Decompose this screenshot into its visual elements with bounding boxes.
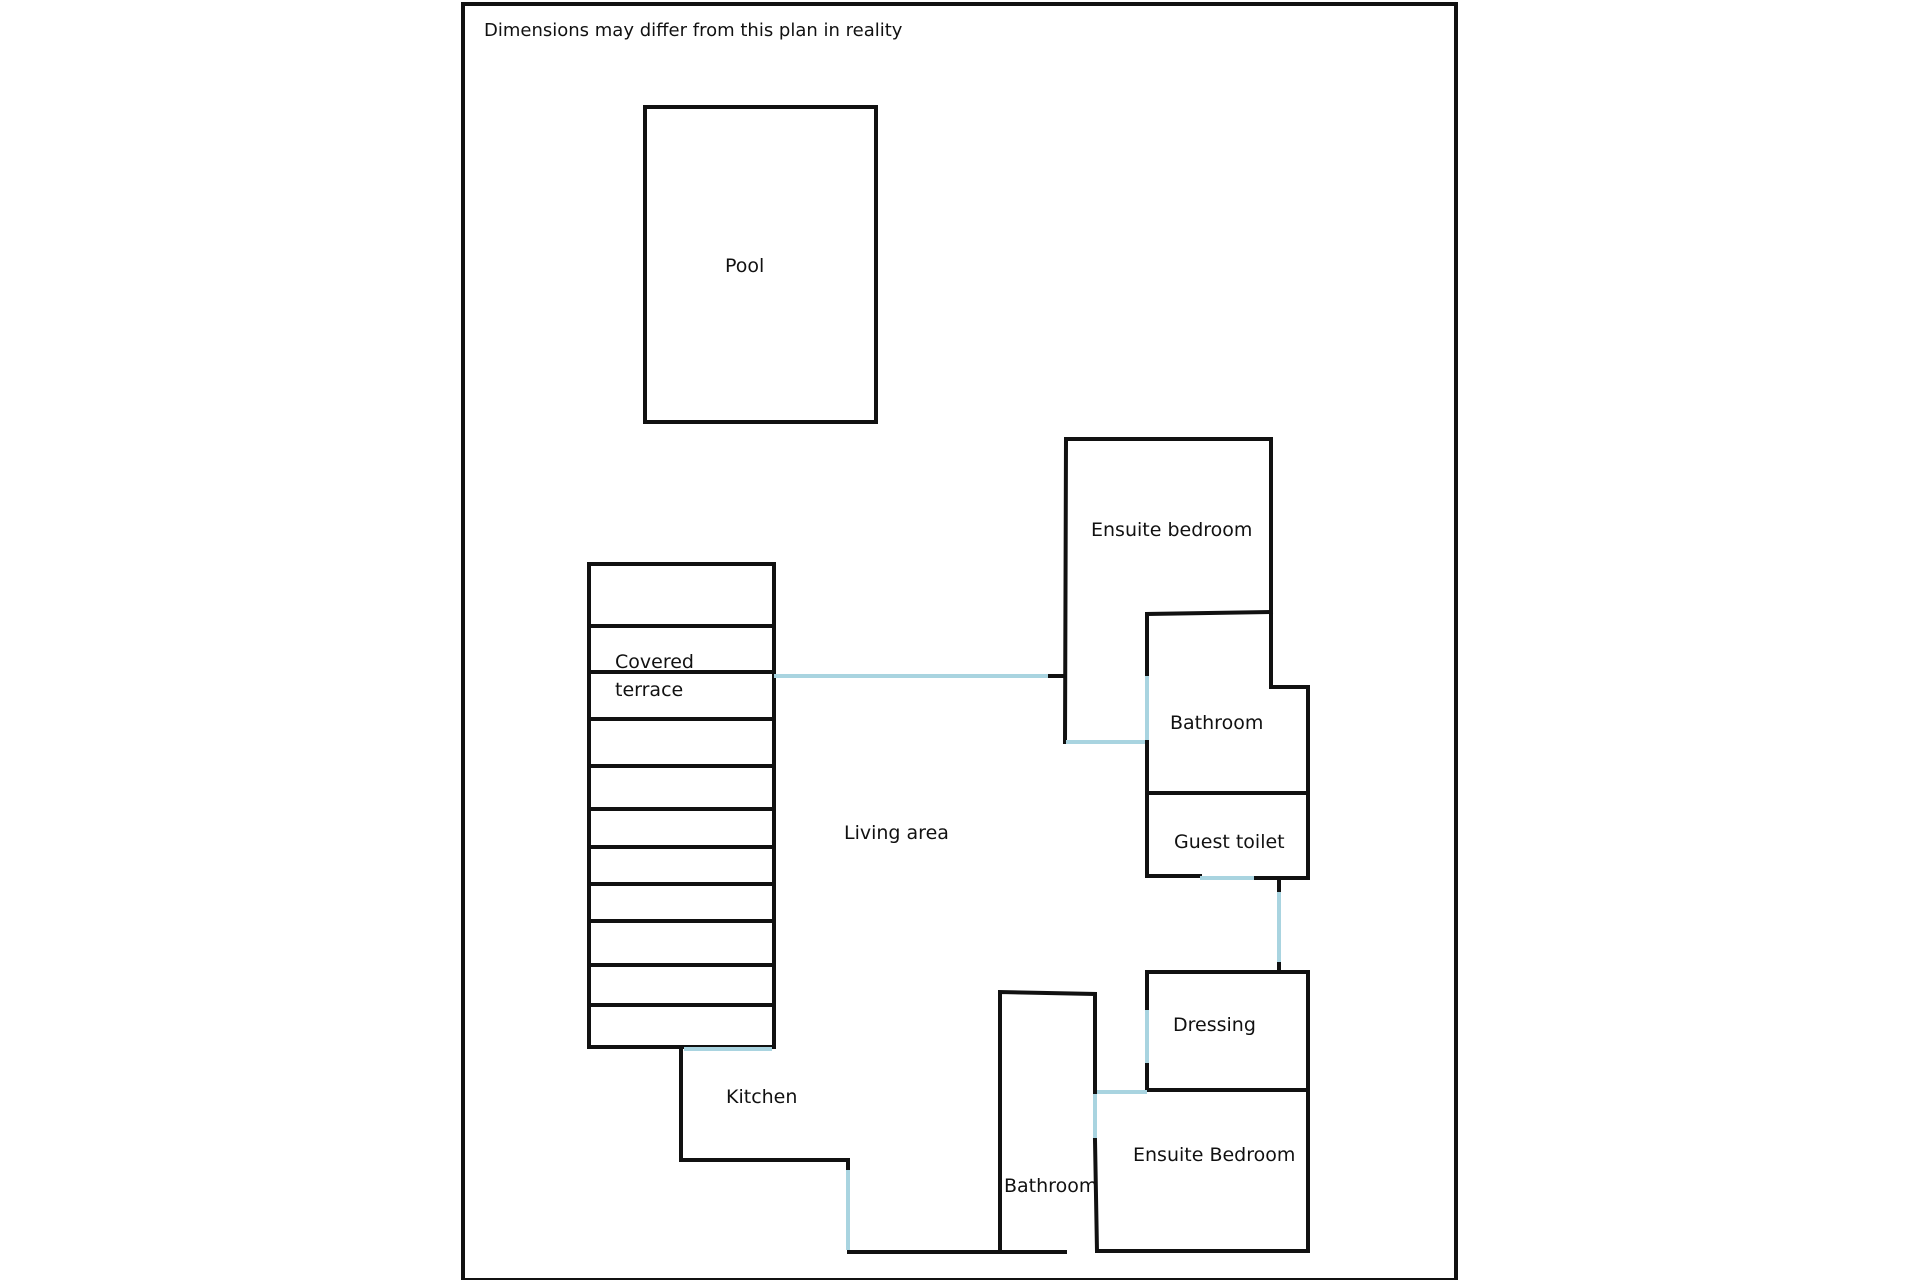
ensuite-bedroom-bottom: Ensuite Bedroom	[1092, 1088, 1310, 1254]
bathroom-bottom-label: Bathroom	[1004, 1175, 1097, 1197]
kitchen-walls	[679, 1047, 850, 1172]
guest-toilet: Guest toilet	[1145, 791, 1310, 894]
living-area-label: Living area	[844, 822, 949, 844]
plan-note: Dimensions may differ from this plan in …	[484, 20, 903, 41]
terrace-outline	[587, 562, 776, 1049]
guest-toilet-label: Guest toilet	[1174, 831, 1285, 853]
terrace-label-line1: Covered	[615, 651, 694, 673]
ensuite-bottom-left-wall	[1092, 1137, 1100, 1254]
ensuite-top-label: Ensuite bedroom	[1091, 519, 1252, 541]
pool-label: Pool	[725, 255, 764, 277]
dressing-walls	[1145, 962, 1310, 1092]
covered-terrace: Covered terrace	[587, 562, 776, 1049]
bathroom-right-label: Bathroom	[1170, 712, 1263, 734]
bathroom-right: Bathroom	[1145, 609, 1310, 795]
bathroom-bottom: Bathroom	[998, 989, 1097, 1253]
terrace-label-line2: terrace	[615, 679, 683, 701]
plan-frame	[461, 2, 1458, 1280]
pool-outline	[643, 105, 878, 424]
ensuite-bottom-label: Ensuite Bedroom	[1133, 1144, 1295, 1166]
bathroom-right-walls	[1145, 609, 1274, 678]
kitchen-label: Kitchen	[726, 1086, 797, 1108]
ensuite-top-walls	[1062, 437, 1310, 880]
dressing-label: Dressing	[1173, 1014, 1256, 1036]
dressing: Dressing	[1145, 962, 1310, 1092]
kitchen: Kitchen	[679, 1047, 1067, 1254]
ensuite-bottom-walls	[1095, 1088, 1310, 1253]
ensuite-bedroom-top: Ensuite bedroom	[1048, 437, 1310, 880]
bathroom-bottom-walls	[998, 989, 1097, 1253]
